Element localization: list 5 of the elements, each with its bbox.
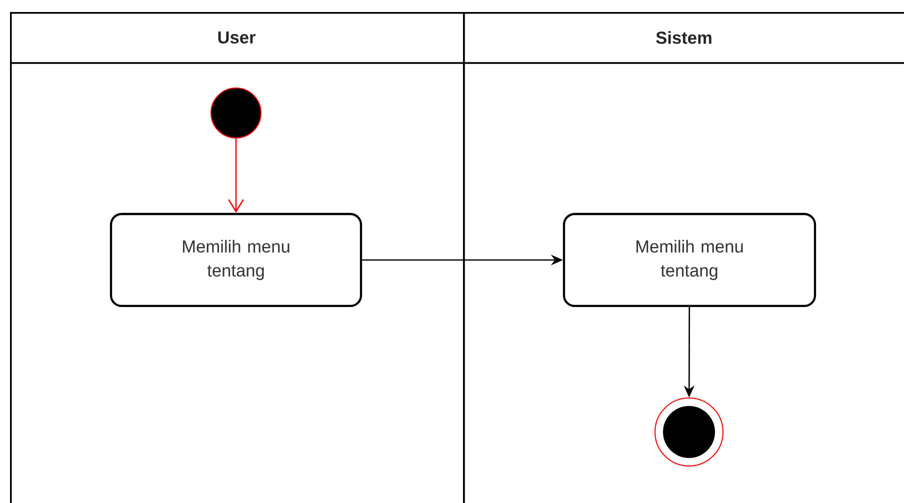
start-node — [210, 87, 262, 139]
end-node — [654, 397, 724, 467]
arrow — [228, 138, 244, 213]
action-box: Memilih menu tentang — [562, 212, 816, 308]
action-box: Memilih menu tentang — [110, 212, 362, 308]
